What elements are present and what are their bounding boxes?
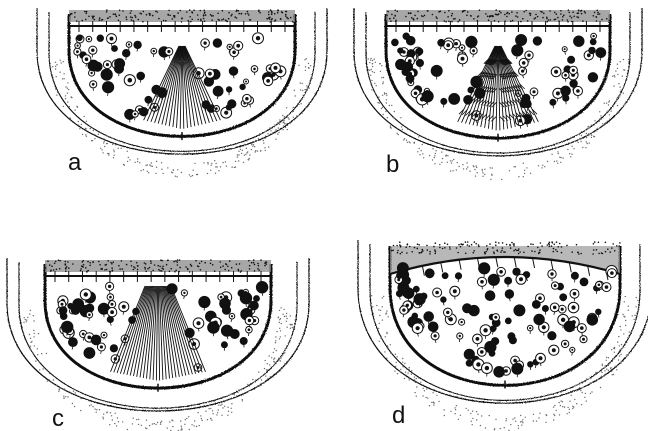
panel-b-label: b xyxy=(386,151,399,178)
panel-d-diagram: d xyxy=(358,240,648,431)
panel-b-top-band xyxy=(386,9,611,32)
panel-a-diagram: a xyxy=(37,8,327,178)
panel-c-label: c xyxy=(52,405,64,431)
panel-a-top-band xyxy=(69,9,295,32)
outer-wall-inner-line xyxy=(49,12,315,151)
panel-a-label: a xyxy=(68,149,82,176)
inner-wall-line xyxy=(45,264,271,388)
panel-b-diagram: b xyxy=(354,8,642,180)
panel-c-inner-cup xyxy=(45,264,271,392)
top-shaded-band xyxy=(386,10,610,22)
panel-d-label: d xyxy=(392,402,405,429)
panel-c-diagram: c xyxy=(7,258,309,431)
panel-c-top-band xyxy=(45,259,271,282)
panel-d-top-band xyxy=(390,241,621,280)
